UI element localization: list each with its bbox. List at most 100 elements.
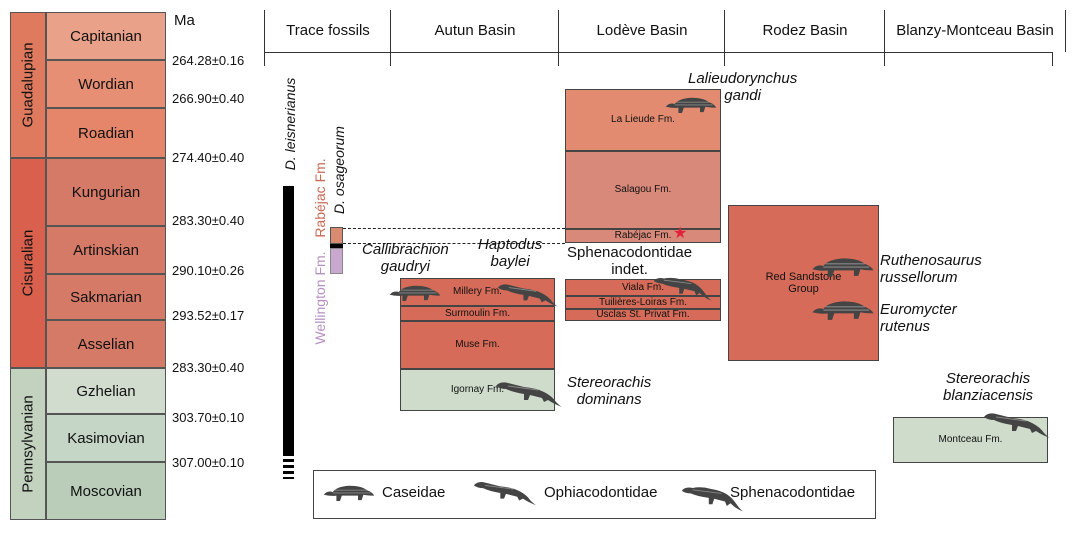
formation-red-sandstone-line2: Group <box>788 283 819 295</box>
range-bar-dash <box>283 477 294 479</box>
taxon-ruthenosaurus-line2: russellorum <box>880 269 958 286</box>
taxon-callibrachion-line2: gaudryi <box>380 258 430 275</box>
caseid-silhouette-icon <box>664 94 718 114</box>
formation-red-sandstone-group: Red Sandstone Group <box>728 205 879 361</box>
age-label: 264.28±0.16 <box>172 53 245 68</box>
age-label: 293.52±0.17 <box>172 308 245 323</box>
series-cisuralian <box>10 158 46 368</box>
age-label: 274.40±0.40 <box>172 150 245 165</box>
sphenacodont-silhouette-icon <box>652 265 720 309</box>
stage-moscovian: Moscovian <box>46 462 166 520</box>
taxon-lalieudorynchus-line1: Lalieudorynchus <box>688 70 798 87</box>
taxon-euromycter: Euromycter rutenus <box>880 301 957 335</box>
formation-tuilieres-loiras: Tuilières-Loiras Fm. <box>565 296 721 309</box>
series-label-cisuralian: Cisuralian <box>19 229 37 297</box>
star-icon: ★ <box>673 225 688 242</box>
legend-label-caseidae: Caseidae <box>382 484 446 501</box>
stage-sakmarian: Sakmarian <box>46 274 166 320</box>
taxon-callibrachion-line1: Callibrachion <box>362 241 449 258</box>
series-pennsylvanian <box>10 368 46 520</box>
header-trace-fossils: Trace fossils <box>264 10 391 52</box>
legend-label-ophiacodontidae: Ophiacodontidae <box>544 484 658 501</box>
stage-kasimovian: Kasimovian <box>46 414 166 462</box>
taxon-callibrachion: Callibrachion gaudryi <box>362 241 449 275</box>
age-label: 303.70±0.10 <box>172 410 245 425</box>
formation-usclas-st-privat: Usclas St. Privat Fm. <box>565 309 721 321</box>
caseid-silhouette-icon <box>810 254 876 278</box>
header-tick <box>558 52 559 66</box>
age-label: 266.90±0.40 <box>172 91 245 106</box>
bar-rabejac <box>330 227 343 244</box>
taxon-haptodus-line2: baylei <box>490 253 530 270</box>
bar-wellington <box>330 248 343 274</box>
ophiacodont-silhouette-icon <box>982 407 1052 441</box>
taxon-haptodus-line1: Haptodus <box>478 236 543 253</box>
formation-salagou: Salagou Fm. <box>565 151 721 229</box>
header-blanzy-montceau-basin: Blanzy-Montceau Basin <box>884 10 1066 52</box>
range-bar-dash <box>283 459 294 462</box>
range-bar-dash <box>283 471 294 474</box>
series-guadalupian <box>10 12 46 158</box>
taxon-ruthenosaurus: Ruthenosaurus russellorum <box>880 252 982 286</box>
taxon-sphenacodontidae-line1: Sphenacodontidae <box>567 244 693 261</box>
legend-label-sphenacodontidae: Sphenacodontidae <box>730 484 856 501</box>
taxon-stereorachis-blanziacensis: Stereorachis blanziacensis <box>943 370 1033 404</box>
taxon-stereorachis-dominans-line2: dominans <box>576 391 642 408</box>
ma-unit-label: Ma <box>174 12 195 29</box>
header-rule <box>264 52 1053 53</box>
label-rabejac-fm-trace: Rabéjac Fm. <box>312 158 328 238</box>
taxon-stereorachis-dominans-line1: Stereorachis <box>567 374 652 391</box>
range-bar-dash <box>283 465 294 468</box>
taxon-euromycter-line1: Euromycter <box>880 301 957 318</box>
correlation-line <box>343 243 565 244</box>
label-wellington-fm-trace: Wellington Fm. <box>312 251 328 345</box>
taxon-stereorachis-blanziacensis-line2: blanziacensis <box>943 387 1034 404</box>
formation-red-sandstone-line1: Red Sandstone <box>765 271 842 283</box>
range-bar-d-leisnerianus <box>283 186 294 456</box>
header-lodeve-basin: Lodève Basin <box>558 10 725 52</box>
taxon-d-osageorum: D. osageorum <box>331 126 347 214</box>
taxon-d-leisnerianus: D. leisnerianus <box>282 77 298 171</box>
series-label-pennsylvanian: Pennsylvanian <box>19 395 37 493</box>
age-label: 283.30±0.40 <box>172 213 245 228</box>
taxon-lalieudorynchus-line2: gandi <box>724 87 761 104</box>
header-autun-basin: Autun Basin <box>390 10 559 52</box>
taxon-stereorachis-dominans: Stereorachis dominans <box>567 374 651 408</box>
stage-capitanian: Capitanian <box>46 12 166 60</box>
legend-caseid-icon <box>322 481 376 503</box>
age-label: 283.30±0.40 <box>172 360 245 375</box>
age-label: 307.00±0.10 <box>172 455 245 470</box>
stage-kungurian: Kungurian <box>46 158 166 226</box>
header-tick <box>724 52 725 66</box>
taxon-haptodus: Haptodus baylei <box>478 236 542 270</box>
stage-wordian: Wordian <box>46 60 166 108</box>
formation-rabejac: Rabéjac Fm. <box>565 229 721 243</box>
legend: Caseidae Ophiacodontidae Sphenacodontida… <box>313 470 876 519</box>
header-tick <box>390 52 391 66</box>
header-rodez-basin: Rodez Basin <box>724 10 885 52</box>
stage-roadian: Roadian <box>46 108 166 158</box>
age-label: 290.10±0.26 <box>172 263 245 278</box>
bar-d-osageorum <box>330 244 343 248</box>
stage-gzhelian: Gzhelian <box>46 368 166 414</box>
correlation-line <box>343 228 565 229</box>
taxon-sphenacodontidae-line2: indet. <box>611 261 648 278</box>
formation-surmoulin: Surmoulin Fm. <box>400 306 555 321</box>
ophiacodont-silhouette-icon <box>496 270 560 318</box>
taxon-ruthenosaurus-line1: Ruthenosaurus <box>880 252 982 269</box>
header-tick <box>1052 52 1053 66</box>
stage-asselian: Asselian <box>46 320 166 368</box>
legend-ophiacodont-icon <box>472 475 538 509</box>
formation-muse: Muse Fm. <box>400 321 555 369</box>
header-tick <box>264 52 265 66</box>
ophiacodont-silhouette-icon <box>494 377 564 409</box>
caseid-silhouette-icon <box>810 297 876 321</box>
header-tick <box>884 52 885 66</box>
taxon-lalieudorynchus: Lalieudorynchus gandi <box>688 70 797 104</box>
taxon-sphenacodontidae: Sphenacodontidae indet. <box>567 244 692 278</box>
taxon-stereorachis-blanziacensis-line1: Stereorachis <box>945 370 1031 387</box>
caseid-silhouette-icon <box>388 282 442 302</box>
taxon-euromycter-line2: rutenus <box>880 318 931 335</box>
series-label-guadalupian: Guadalupian <box>19 42 37 128</box>
stage-artinskian: Artinskian <box>46 226 166 274</box>
